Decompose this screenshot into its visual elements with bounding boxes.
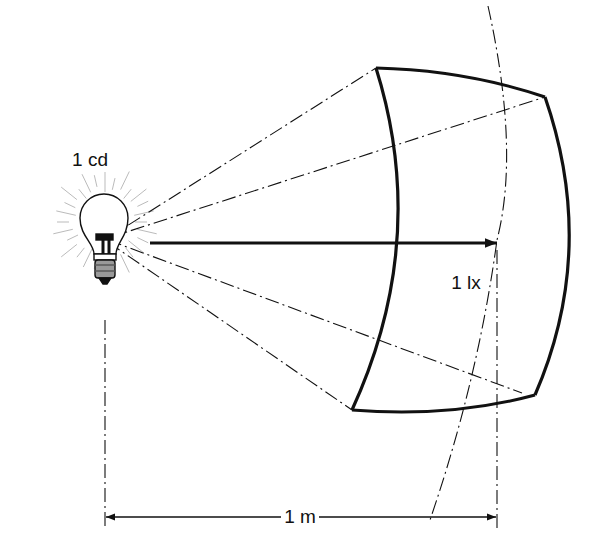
glow-ray (61, 187, 77, 200)
surface-patch (352, 68, 569, 412)
cone-lines (105, 68, 545, 530)
radius-arrow (150, 242, 497, 245)
glow-ray (137, 229, 157, 234)
glow-ray (94, 175, 97, 187)
light-bulb (80, 194, 128, 284)
glow-ray (57, 222, 69, 223)
glow-ray (105, 172, 106, 192)
glow-ray (112, 178, 115, 190)
intensity-label: 1 cd (69, 150, 111, 171)
glow-ray (56, 211, 76, 215)
glow-ray (131, 189, 147, 201)
glow-ray (82, 174, 91, 192)
illuminance-label: 1 lx (448, 273, 484, 294)
glow-ray (129, 241, 145, 254)
glow-ray (137, 238, 148, 243)
dimension-label: 1 m (281, 507, 319, 528)
glow-ray (124, 189, 132, 198)
glow-ray (135, 222, 147, 223)
glow-ray (121, 172, 130, 190)
glow-ray (77, 248, 85, 257)
glow-ray (83, 249, 92, 267)
glow-ray (137, 201, 148, 206)
glow-ray (53, 229, 73, 234)
glow-ray (61, 244, 77, 257)
glow-ray (79, 189, 87, 198)
glow-ray (67, 235, 78, 240)
glow-ray (121, 254, 130, 272)
glow-ray (65, 203, 76, 208)
